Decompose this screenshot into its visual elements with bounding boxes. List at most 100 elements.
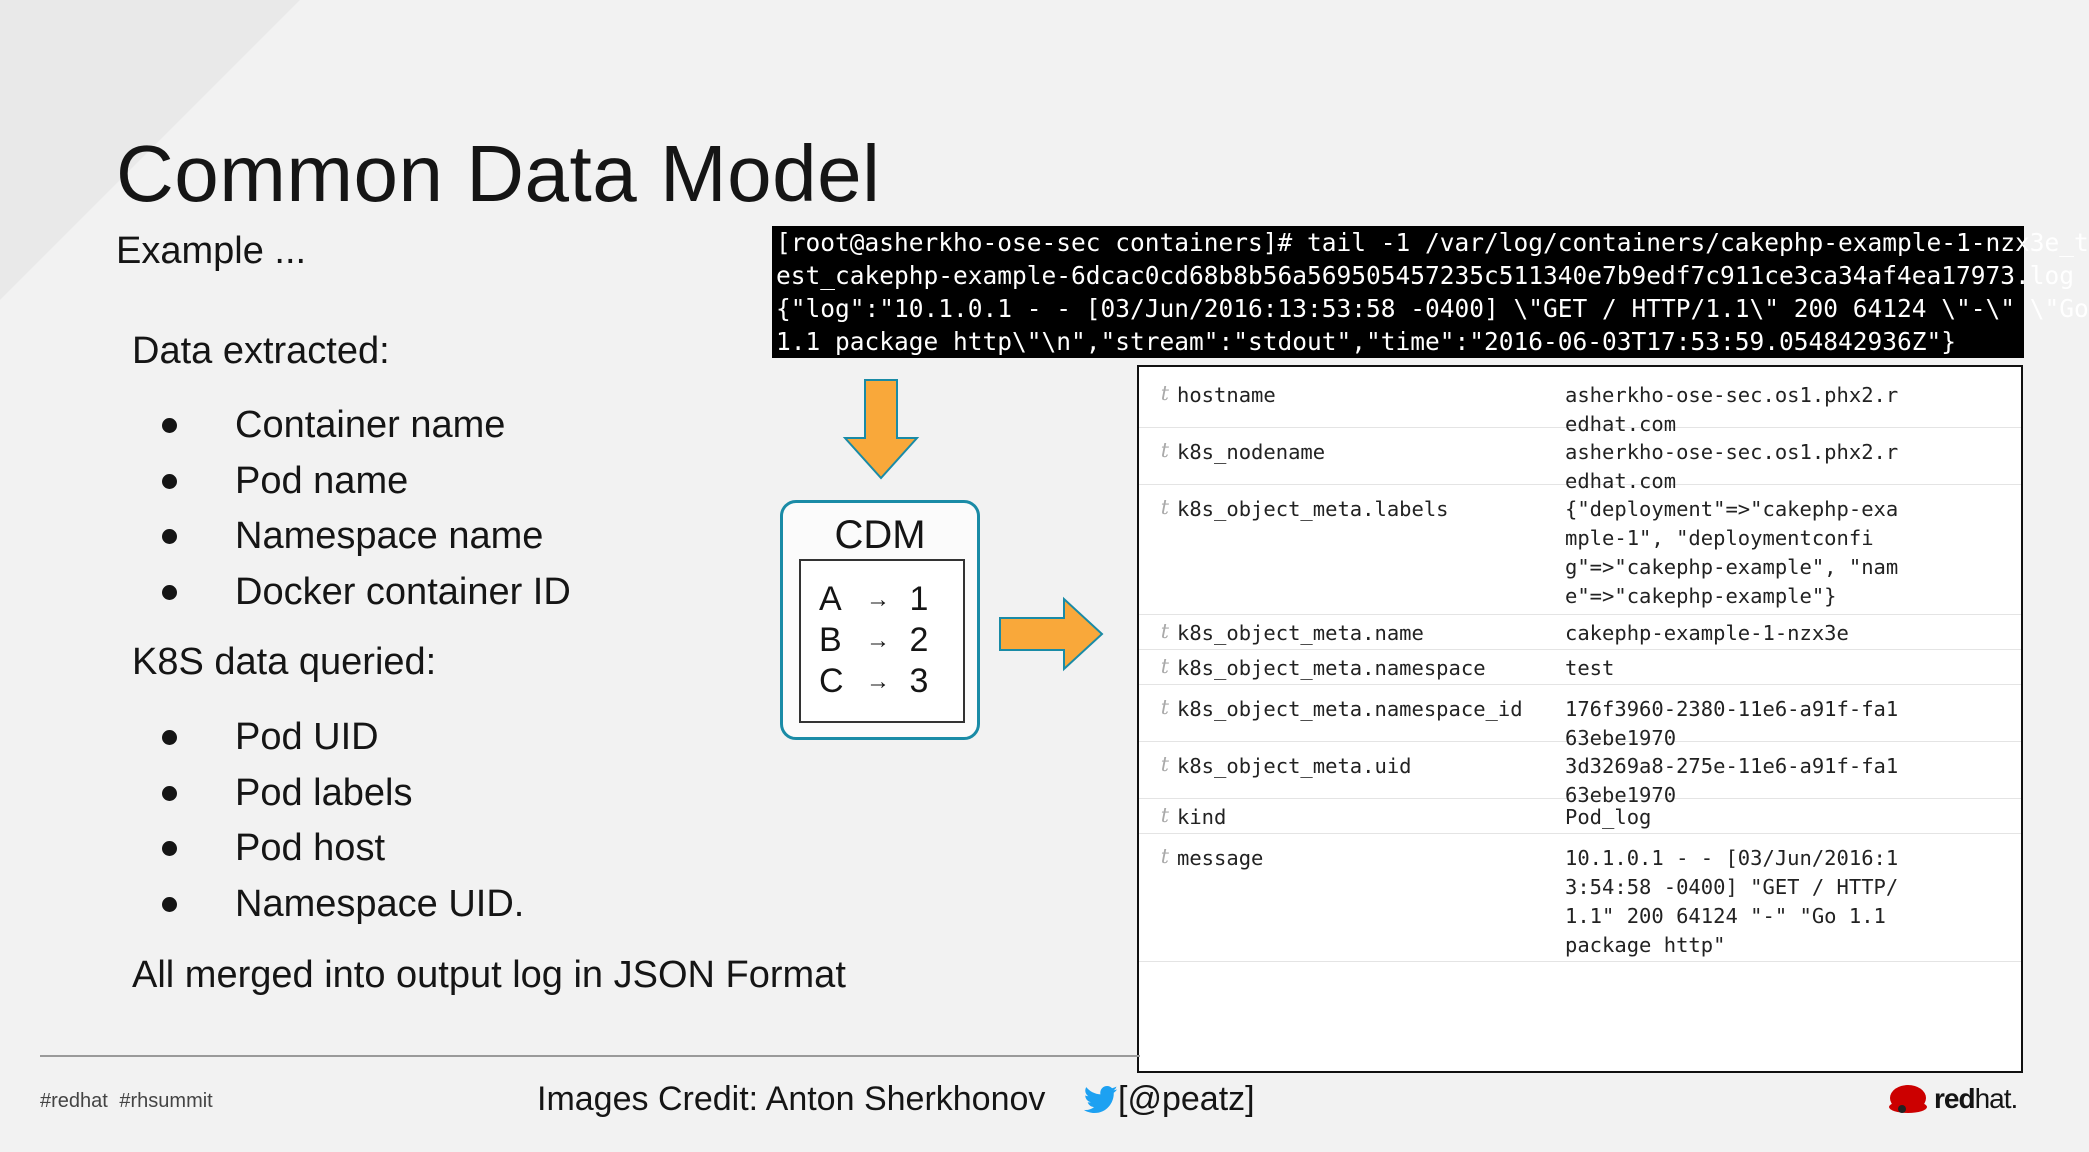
mapping-key: C <box>819 662 844 700</box>
cdm-mapping-row: A → 1 <box>819 579 963 620</box>
queried-item-label: Pod host <box>235 827 385 869</box>
mapping-arrow-icon: → <box>866 667 890 695</box>
field-type-icon: t <box>1160 695 1169 719</box>
field-value: cakephp-example-1-nzx3e <box>1565 621 1849 645</box>
table-row: t k8s_object_meta.labels {"deployment"=>"c… <box>1139 485 2021 615</box>
slide-title: Common Data Model <box>116 129 881 218</box>
image-credit: Images Credit: Anton Sherkhonov <box>537 1080 1046 1118</box>
extracted-item: Pod name <box>160 454 571 510</box>
bullet-dot <box>162 896 177 912</box>
bullet-dot <box>162 418 177 433</box>
extracted-item-label: Namespace name <box>235 515 544 557</box>
table-row: t k8s_object_meta.namespace_id 176f3960-23… <box>1139 685 2021 750</box>
queried-item: Pod host <box>160 821 524 877</box>
terminal-output: [root@asherkho-ose-sec containers]# tail… <box>772 226 2089 358</box>
extracted-heading: Data extracted: <box>132 330 390 372</box>
conclusion-text: All merged into output log in JSON Forma… <box>132 954 846 996</box>
background-corner-shade <box>0 0 300 300</box>
field-name: message <box>1177 846 1264 870</box>
extracted-item-label: Docker container ID <box>235 570 571 613</box>
terminal-line: {"log":"10.1.0.1 - - [03/Jun/2016:13:53:… <box>776 294 2089 323</box>
json-fields-table: t hostname asherkho-ose-sec.os1.phx2.r edh… <box>1137 365 2023 1073</box>
field-type-icon: t <box>1160 438 1169 462</box>
extracted-item-label: Pod name <box>235 459 409 502</box>
table-row: t k8s_nodename asherkho-ose-sec.os1.phx2.r… <box>1139 428 2021 493</box>
cdm-mapping-row: B → 2 <box>819 620 963 661</box>
terminal-line: est_cakephp-example-6dcac0cd68b8b56a5695… <box>776 261 2075 290</box>
field-value: 3d3269a8-275e-11e6-a91f-fa1 63ebe1970 <box>1565 754 1899 807</box>
field-name: k8s_object_meta.uid <box>1177 754 1412 778</box>
field-type-icon: t <box>1160 844 1169 868</box>
field-value: test <box>1565 656 1615 680</box>
field-name: kind <box>1177 805 1227 829</box>
bullet-dot <box>162 584 177 600</box>
redhat-wordmark: redhat. <box>1934 1083 2018 1114</box>
right-arrow-icon <box>999 596 1104 672</box>
field-name: k8s_nodename <box>1177 440 1326 464</box>
bullet-dot <box>162 841 177 856</box>
queried-heading: K8S data queried: <box>132 641 437 683</box>
table-row: t message 10.1.0.1 - - [03/Jun/2016:1 3:54… <box>1139 834 2021 962</box>
queried-item-label: Namespace UID. <box>235 882 525 925</box>
queried-item-label: Pod labels <box>235 771 413 814</box>
down-arrow-icon <box>842 379 920 480</box>
queried-item: Pod UID <box>160 710 524 766</box>
field-value: 176f3960-2380-11e6-a91f-fa1 63ebe1970 <box>1565 697 1899 750</box>
bullet-dot <box>162 730 177 745</box>
field-name: hostname <box>1177 383 1276 407</box>
terminal-line: [root@asherkho-ose-sec containers]# tail… <box>776 228 2089 257</box>
extracted-item: Container name <box>160 398 571 454</box>
field-name: k8s_object_meta.labels <box>1177 497 1449 521</box>
queried-item-label: Pod UID <box>235 716 379 758</box>
twitter-handle: [@peatz] <box>1083 1080 1255 1119</box>
queried-item: Namespace UID. <box>160 877 524 933</box>
table-row: t k8s_object_meta.uid 3d3269a8-275e-11e6-a… <box>1139 742 2021 807</box>
field-value: asherkho-ose-sec.os1.phx2.r edhat.com <box>1565 383 1899 436</box>
field-type-icon: t <box>1160 495 1169 519</box>
table-row: t hostname asherkho-ose-sec.os1.phx2.r edh… <box>1139 371 2021 436</box>
mapping-arrow-icon: → <box>866 626 890 654</box>
extracted-item-label: Container name <box>235 404 506 446</box>
slide-subtitle: Example ... <box>116 230 307 272</box>
extracted-item: Namespace name <box>160 509 571 565</box>
extracted-item: Docker container ID <box>160 565 571 621</box>
field-value: {"deployment"=>"cakephp-exa mple-1", "de… <box>1565 497 1899 608</box>
field-value: 10.1.0.1 - - [03/Jun/2016:1 3:54:58 -040… <box>1565 846 1899 957</box>
mapping-key: B <box>819 621 842 659</box>
twitter-handle-text: [@peatz] <box>1118 1080 1255 1118</box>
table-row: t k8s_object_meta.namespace test <box>1139 650 2021 685</box>
bullet-dot <box>162 785 177 801</box>
redhat-shadowman-icon <box>1889 1085 1927 1113</box>
cdm-mapping-row: C → 3 <box>819 661 963 702</box>
field-type-icon: t <box>1160 752 1169 776</box>
terminal-line: 1.1 package http\"\n","stream":"stdout",… <box>776 327 1957 356</box>
queried-item: Pod labels <box>160 766 524 822</box>
bullet-dot <box>162 473 177 489</box>
footer-hashtags: #redhat #rhsummit <box>40 1090 213 1112</box>
field-name: k8s_object_meta.namespace <box>1177 656 1486 680</box>
field-type-icon: t <box>1160 803 1169 827</box>
field-name: k8s_object_meta.name <box>1177 621 1424 645</box>
mapping-arrow-icon: → <box>866 585 890 613</box>
mapping-value: 1 <box>909 580 929 618</box>
bullet-dot <box>162 529 177 544</box>
mapping-value: 2 <box>909 621 929 659</box>
field-value: Pod_log <box>1565 805 1652 829</box>
footer-divider <box>40 1055 1140 1057</box>
redhat-logo: redhat. <box>1888 1082 2018 1116</box>
twitter-bird-icon <box>1083 1085 1118 1113</box>
cdm-title: CDM <box>834 513 926 557</box>
field-type-icon: t <box>1160 381 1169 405</box>
field-type-icon: t <box>1160 654 1169 678</box>
mapping-value: 3 <box>909 662 929 700</box>
field-type-icon: t <box>1160 619 1169 643</box>
mapping-key: A <box>819 580 842 618</box>
field-value: asherkho-ose-sec.os1.phx2.r edhat.com <box>1565 440 1899 493</box>
field-name: k8s_object_meta.namespace_id <box>1177 697 1523 721</box>
table-row: t k8s_object_meta.name cakephp-example-1-n… <box>1139 615 2021 650</box>
